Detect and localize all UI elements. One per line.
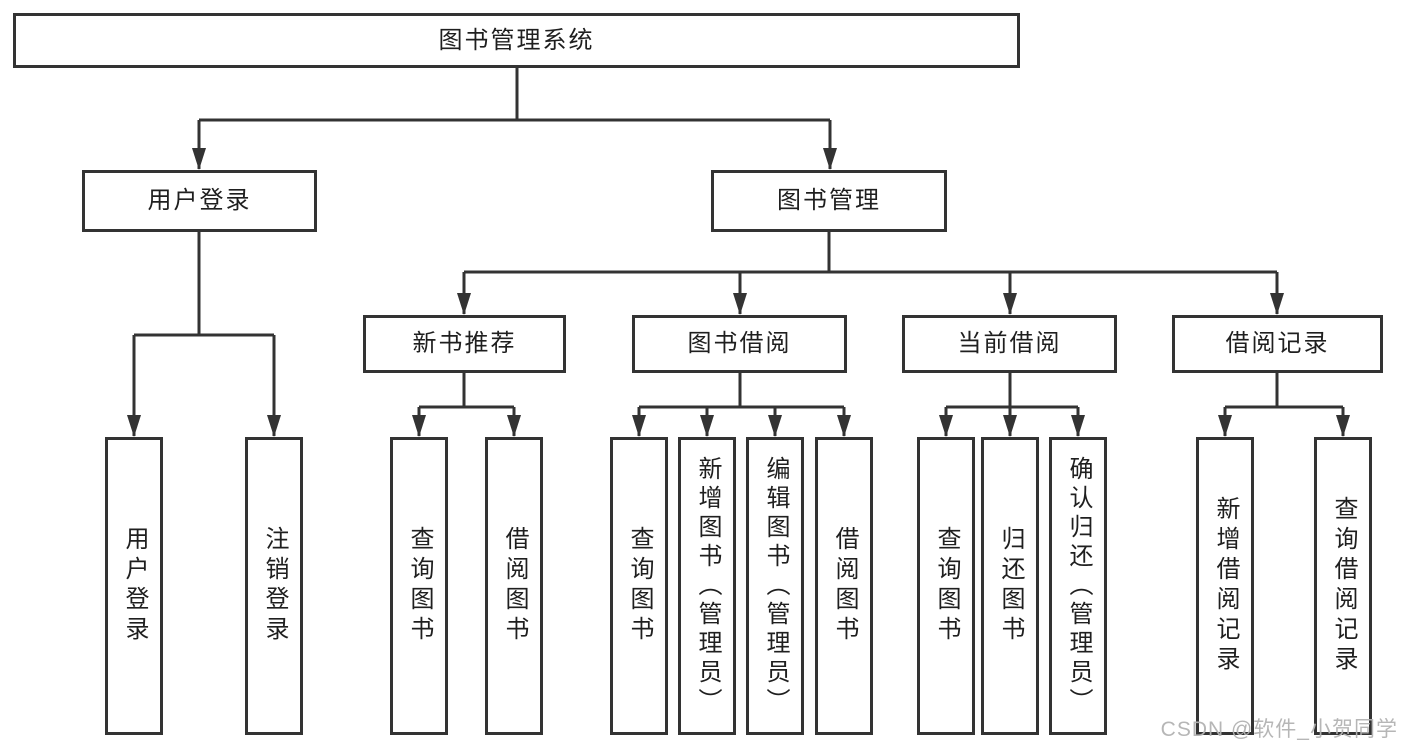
- leaf-confirm-return-admin: 确认归还（管理员）: [1049, 437, 1107, 735]
- node-label: 确认归还（管理员）: [1065, 455, 1092, 717]
- leaf-recommend-borrow-books: 借阅图书: [485, 437, 543, 735]
- node-label: 新增借阅记录: [1212, 496, 1239, 676]
- node-label: 注销登录: [261, 526, 288, 646]
- node-current-borrowing: 当前借阅: [902, 315, 1117, 373]
- leaf-edit-books-admin: 编辑图书（管理员）: [746, 437, 804, 735]
- node-library-management-system: 图书管理系统: [13, 13, 1020, 68]
- leaf-return-books: 归还图书: [981, 437, 1039, 735]
- leaf-current-query-books: 查询图书: [917, 437, 975, 735]
- node-label: 新增图书（管理员）: [694, 455, 721, 717]
- node-label: 图书管理: [777, 187, 881, 214]
- node-new-book-recommendation: 新书推荐: [363, 315, 566, 373]
- node-label: 图书借阅: [687, 330, 792, 357]
- node-label: 用户登录: [147, 187, 252, 214]
- node-label: 编辑图书（管理员）: [762, 455, 789, 717]
- node-label: 新书推荐: [412, 330, 517, 357]
- leaf-query-borrow-record: 查询借阅记录: [1314, 437, 1372, 735]
- leaf-add-books-admin: 新增图书（管理员）: [678, 437, 736, 735]
- leaf-recommend-query-books: 查询图书: [390, 437, 448, 735]
- node-label: 借阅图书: [501, 526, 528, 646]
- node-label: 当前借阅: [957, 330, 1062, 357]
- node-label: 借阅图书: [831, 526, 858, 646]
- node-label: 用户登录: [121, 526, 148, 646]
- node-label: 查询图书: [626, 526, 653, 646]
- node-label: 查询图书: [933, 526, 960, 646]
- leaf-user-login: 用户登录: [105, 437, 163, 735]
- leaf-add-borrow-record: 新增借阅记录: [1196, 437, 1254, 735]
- node-label: 归还图书: [997, 526, 1024, 646]
- csdn-watermark: CSDN @软件_小贺同学: [1160, 718, 1398, 741]
- leaf-borrow-query-books: 查询图书: [610, 437, 668, 735]
- leaf-logout: 注销登录: [245, 437, 303, 735]
- node-label: 借阅记录: [1225, 330, 1330, 357]
- node-book-borrowing: 图书借阅: [632, 315, 847, 373]
- node-label: 图书管理系统: [438, 26, 595, 54]
- node-label: 查询借阅记录: [1330, 496, 1357, 676]
- leaf-borrow-books: 借阅图书: [815, 437, 873, 735]
- node-user-login-branch: 用户登录: [82, 170, 317, 232]
- node-book-management: 图书管理: [711, 170, 947, 232]
- node-borrowing-records: 借阅记录: [1172, 315, 1383, 373]
- node-label: 查询图书: [406, 526, 433, 646]
